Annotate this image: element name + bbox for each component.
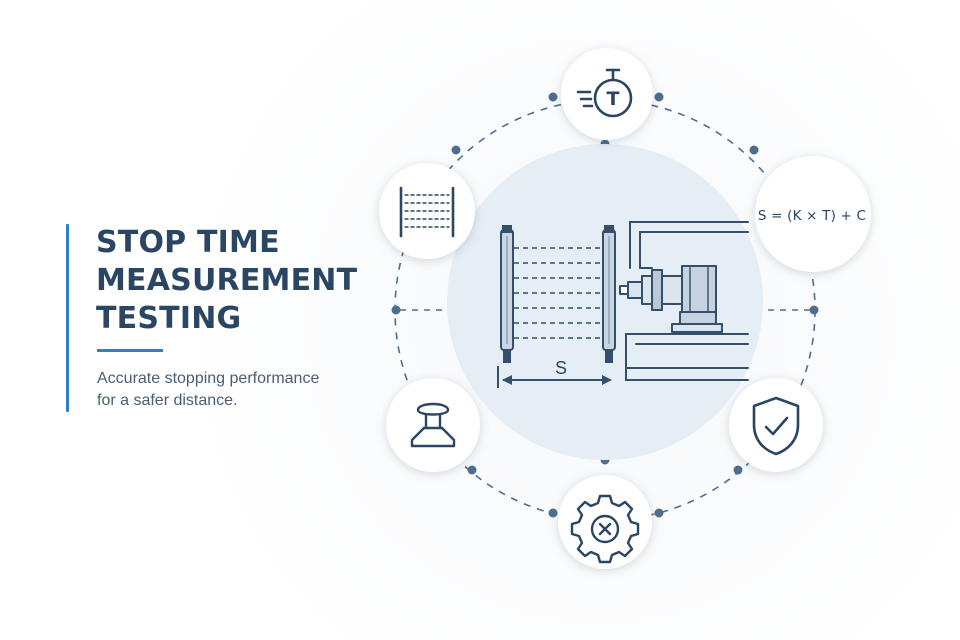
timer-letter: T (607, 88, 620, 110)
title-line-3: TESTING (96, 301, 242, 336)
page-subtitle: Accurate stopping performance for a safe… (97, 368, 367, 412)
subtitle-line-2: for a safer distance. (97, 392, 238, 409)
press-head (619, 265, 723, 333)
shield-check-icon (752, 396, 800, 456)
accent-bar (66, 224, 69, 412)
node-formula[interactable]: S = (K × T) + C (755, 156, 871, 272)
light-curtain-beams (514, 247, 602, 339)
stopwatch-icon (576, 68, 633, 118)
title-underline (97, 349, 163, 352)
subtitle-line-1: Accurate stopping performance (97, 370, 320, 387)
safety-distance-formula: S = (K × T) + C (758, 208, 866, 224)
title-line-1: STOP TIME (96, 225, 280, 260)
intro-panel: STOP TIME MEASUREMENT TESTING Accurate s… (66, 224, 366, 412)
machine-guarding-illustration: S (497, 221, 749, 388)
gear-x-icon (570, 494, 640, 564)
node-safety[interactable] (729, 378, 823, 472)
machine-frame (625, 221, 749, 381)
light-curtain-emitter (500, 225, 514, 363)
node-light-curtain[interactable] (379, 163, 475, 259)
light-curtain-icon (399, 186, 455, 238)
emergency-stop-button-icon (410, 402, 456, 448)
title-line-2: MEASUREMENT (96, 263, 358, 298)
node-emergency-stop[interactable] (386, 378, 480, 472)
distance-label: S (555, 358, 567, 378)
light-curtain-receiver (602, 225, 616, 363)
distance-arrow (497, 366, 612, 388)
node-stop-time[interactable]: T (561, 48, 653, 140)
node-machine-stop[interactable] (558, 475, 652, 569)
page-title: STOP TIME MEASUREMENT TESTING (96, 224, 396, 338)
